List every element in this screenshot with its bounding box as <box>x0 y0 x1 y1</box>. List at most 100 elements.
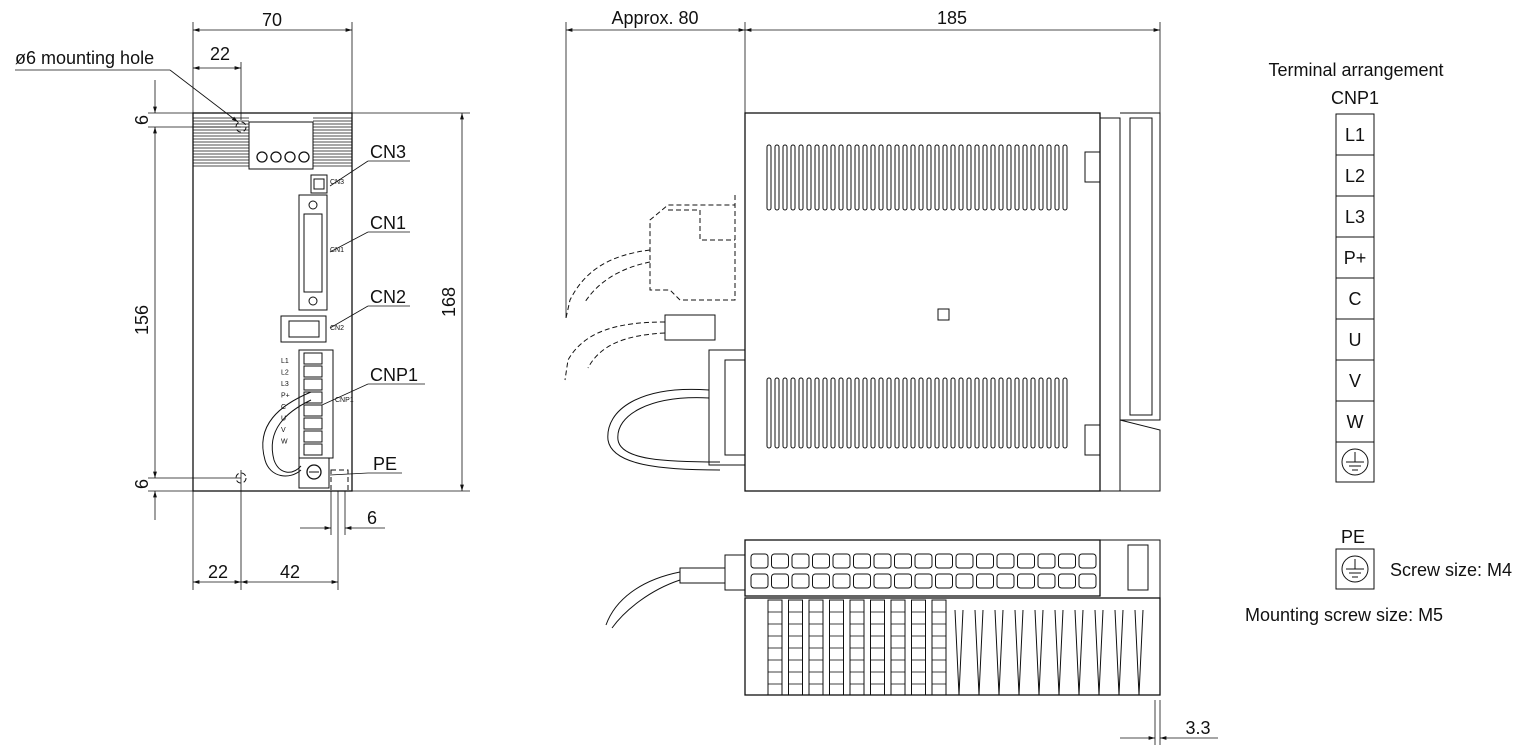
side-slot <box>910 144 916 211</box>
bottom-vent-cell <box>832 553 851 569</box>
side-slot <box>1022 377 1028 449</box>
side-slot <box>886 144 892 211</box>
bottom-vent-cell <box>914 573 933 589</box>
terminal-arrangement-title: Terminal arrangement <box>1268 60 1443 80</box>
terminal-mark: U <box>281 416 286 423</box>
side-slot <box>990 377 996 449</box>
hole-offset-dim-value: 22 <box>210 44 230 64</box>
side-slot <box>782 377 788 449</box>
side-slot <box>1038 377 1044 449</box>
side-slot <box>870 377 876 449</box>
heatsink-fin <box>974 609 984 696</box>
bottom-vent-cell <box>791 553 810 569</box>
front-cable <box>271 399 312 473</box>
side-slot <box>838 144 844 211</box>
pe-note-cell <box>1335 548 1375 590</box>
side-slot <box>854 144 860 211</box>
side-slot <box>1006 144 1012 211</box>
terminal-mark: L1 <box>281 358 289 365</box>
pe-screw <box>306 464 322 480</box>
cn1-mark: CN1 <box>330 247 344 254</box>
bottom-vent-cell <box>791 573 810 589</box>
bottom-vent-cell <box>955 553 974 569</box>
side-slot <box>1062 144 1068 211</box>
side-slot <box>1014 377 1020 449</box>
bottom-vent-cell <box>1058 553 1076 569</box>
heatsink-fin <box>1014 609 1024 696</box>
cn1-plug-outline <box>649 195 736 301</box>
side-slot <box>798 144 804 211</box>
side-slot <box>782 144 788 211</box>
side-slot <box>814 377 820 449</box>
cnp1-slots <box>303 352 323 456</box>
bottom-heatsink-fins <box>767 599 1144 696</box>
side-slot <box>878 377 884 449</box>
bottom-vent-cell <box>996 573 1015 589</box>
mounting-hole-leader <box>169 69 239 123</box>
pe-label: PE <box>373 454 397 474</box>
cn1-connector <box>298 194 328 311</box>
side-view: Approx. 80 185 <box>564 8 1161 492</box>
side-slot <box>1022 144 1028 211</box>
bottom-vent-cell <box>873 553 892 569</box>
pe-terminal <box>298 457 330 489</box>
cn1-screw <box>308 296 318 306</box>
side-slot <box>790 144 796 211</box>
pe-note: PE Screw size: M4 Mounting screw size: M… <box>1245 527 1512 625</box>
bottom-vent-cell <box>812 553 830 569</box>
pe-leader <box>329 472 369 476</box>
bottom-vent-cell <box>853 553 871 569</box>
cnp1-cable <box>607 388 721 471</box>
side-slot <box>822 377 828 449</box>
cnp1-mark: CNP1 <box>335 397 354 404</box>
side-slot <box>998 377 1004 449</box>
side-slot <box>958 377 964 449</box>
cn2-socket <box>288 320 320 338</box>
cn1-leader <box>329 231 369 253</box>
side-slot <box>910 377 916 449</box>
side-slot <box>846 144 852 211</box>
fin-comb <box>911 599 926 696</box>
cnp1-slot <box>303 378 323 391</box>
side-heatsink-profile <box>1120 112 1161 421</box>
bottom-bracket <box>330 469 349 492</box>
side-slot <box>814 144 820 211</box>
pe-note-label: PE <box>1341 527 1365 547</box>
cnp1-label: CNP1 <box>370 365 418 385</box>
fin-comb <box>829 599 844 696</box>
side-slot <box>902 144 908 211</box>
side-slot <box>902 377 908 449</box>
protective-earth-icon <box>1341 448 1369 476</box>
protective-earth-icon <box>1341 555 1369 583</box>
bottom-vent-cell <box>976 573 994 589</box>
bottom-margin-dim-value: 6 <box>132 479 152 489</box>
side-slot <box>918 144 924 211</box>
fin-comb <box>931 599 947 696</box>
bottom-vent-cell <box>873 573 892 589</box>
body-depth-dim-value: 185 <box>937 8 967 28</box>
push-button <box>298 151 310 163</box>
side-slot <box>998 144 1004 211</box>
side-slot <box>958 144 964 211</box>
terminal-connector-name: CNP1 <box>1331 88 1379 108</box>
display-panel <box>248 121 314 170</box>
side-slot <box>1014 144 1020 211</box>
cn1-cable <box>565 249 651 319</box>
pe-screw-size: Screw size: M4 <box>1390 560 1512 580</box>
cnp1-plug <box>708 349 746 466</box>
terminal-cell-label: L2 <box>1345 166 1365 186</box>
side-slot <box>830 144 836 211</box>
terminal-cell-label: U <box>1349 330 1362 350</box>
side-slot <box>878 144 884 211</box>
side-slot <box>966 144 972 211</box>
cnp1-slot <box>303 352 323 365</box>
top-margin-dim-value: 6 <box>132 115 152 125</box>
cnp1-slot <box>303 404 323 417</box>
cn2-label: CN2 <box>370 287 406 307</box>
cn3-mark: CN3 <box>330 179 344 186</box>
bottom-vent-cell <box>894 553 912 569</box>
side-slot <box>862 377 868 449</box>
terminal-mark: C <box>281 404 286 411</box>
